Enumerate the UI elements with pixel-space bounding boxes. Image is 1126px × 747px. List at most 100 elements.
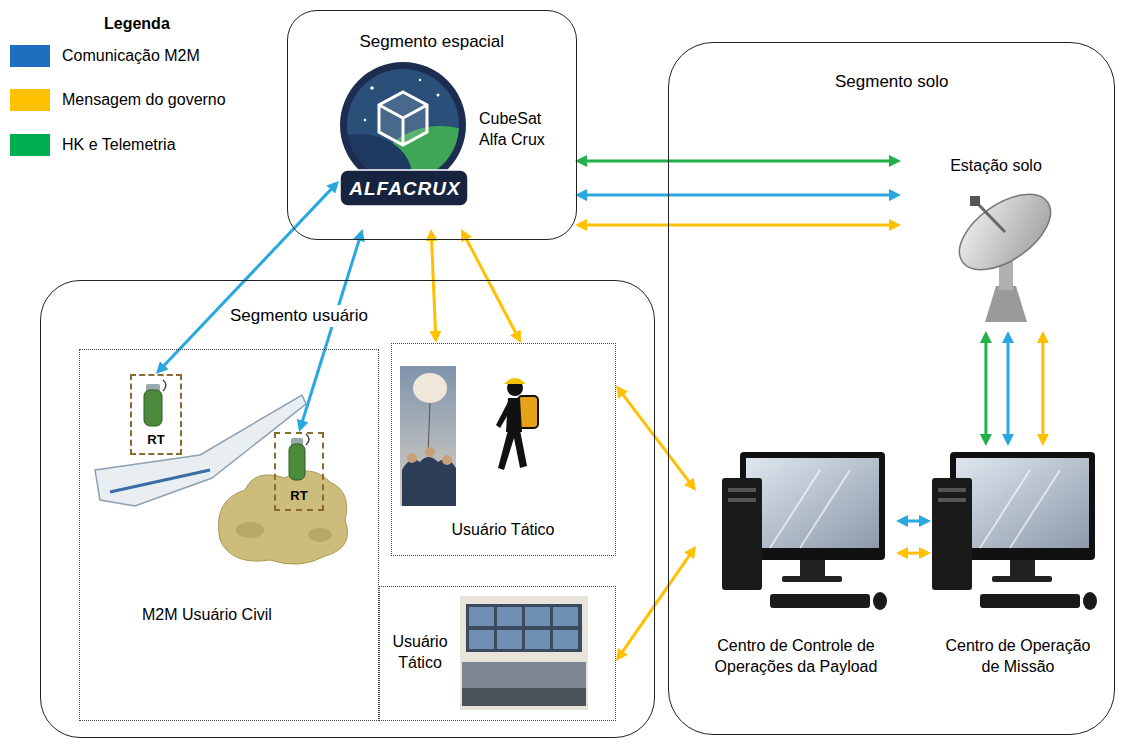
bush-illustration — [218, 471, 347, 564]
computer-icon-part — [770, 470, 820, 548]
computer-icon-part — [782, 576, 842, 582]
segment-title: Segmento usuário — [226, 305, 372, 327]
balloon-photo — [400, 366, 456, 506]
alfacrux-logo-part — [437, 94, 440, 97]
signal-arrow — [1007, 341, 1010, 437]
soldier-figure-part — [498, 430, 527, 470]
control-room-photo — [460, 596, 588, 710]
node-label: Centro de Operação de Missão — [938, 636, 1098, 678]
legend-swatch — [10, 134, 50, 156]
alfacrux-logo-part — [370, 86, 374, 90]
soldier-figure-part — [496, 402, 512, 428]
node-label: RT — [132, 432, 180, 449]
signal-arrow — [585, 224, 892, 227]
ground-station-dish-part — [985, 286, 1027, 322]
alfacrux-logo-part — [402, 118, 405, 145]
legend-text: Mensagem do governo — [62, 90, 226, 111]
rt-device-part — [144, 390, 162, 426]
rt-device — [289, 434, 309, 480]
rt-device-part — [289, 444, 305, 480]
terminal-box: RT — [274, 432, 324, 511]
computer-icon-part — [932, 478, 972, 590]
control-room-photo-part — [525, 607, 550, 626]
node-label: Usuário Tático — [392, 520, 614, 541]
legend-title: Legenda — [104, 14, 170, 35]
soldier-figure-part — [504, 378, 526, 384]
computer-icon-part — [873, 592, 887, 610]
control-center-node: Centro de Controle de Operações da Paylo… — [696, 446, 896, 701]
legend-swatch — [10, 89, 50, 111]
computer-icon-part — [938, 498, 966, 502]
signal-arrow — [906, 520, 922, 523]
control-room-photo-part — [466, 604, 582, 652]
balloon-photo-part — [413, 373, 447, 403]
computer-icon-part — [800, 470, 850, 548]
computer-icon — [722, 452, 887, 610]
legend-text: Comunicação M2M — [62, 46, 200, 67]
control-room-photo-part — [497, 630, 522, 649]
ground-station-dish-part — [976, 202, 1005, 232]
ground-station-dish-part — [946, 179, 1063, 285]
computer-icon-part — [980, 470, 1030, 548]
ground-station-dish-part — [970, 196, 980, 206]
node-label: Usuário Tático — [386, 632, 454, 674]
balloon-photo-part — [407, 453, 417, 463]
signal-arrow — [585, 160, 892, 163]
control-room-photo-part — [553, 607, 578, 626]
control-room-photo-part — [462, 662, 586, 688]
computer-icon-part — [938, 488, 966, 492]
alfacrux-logo-part — [419, 79, 421, 81]
node-label: Centro de Controle de Operações da Paylo… — [696, 636, 896, 678]
signal-arrow — [622, 393, 690, 483]
signal-arrow — [1041, 341, 1044, 437]
control-room-photo-part — [469, 607, 494, 626]
node-label: RT — [276, 488, 322, 505]
control-room-photo-part — [462, 688, 586, 706]
alfacrux-logo-part — [340, 170, 468, 206]
computer-icon-part — [1083, 592, 1097, 610]
aircraft-illustration-part — [110, 470, 210, 492]
alfacrux-logo — [308, 62, 504, 230]
legend-text: HK e Telemetria — [62, 135, 176, 156]
ground-station-node: Estação solo — [901, 146, 1091, 331]
segment-box: Segmento espacialALFACRUXCubeSat Alfa Cr… — [287, 10, 577, 240]
bush-illustration-part — [236, 522, 264, 538]
signal-arrow — [622, 554, 691, 653]
control-center-node: Centro de Operação de Missão — [931, 446, 1106, 701]
alfacrux-logo-part — [364, 119, 367, 122]
computer-icon-part — [980, 594, 1080, 608]
computer-icon-part — [722, 478, 762, 590]
balloon-photo-part — [400, 366, 456, 506]
computer-icon-part — [746, 458, 879, 548]
signal-arrow — [466, 238, 517, 335]
satellite-node: ALFACRUXCubeSat Alfa Crux — [339, 61, 575, 229]
computer-icon-part — [728, 488, 756, 492]
control-room-photo-part — [553, 630, 578, 649]
bush-illustration-part — [218, 471, 347, 564]
rt-device-part — [306, 434, 309, 445]
balloon-photo-part — [425, 447, 435, 457]
alfacrux-logo-part — [308, 62, 504, 230]
control-room-photo-part — [497, 607, 522, 626]
computer-icon — [932, 452, 1097, 610]
ground-station-dish — [946, 179, 1063, 322]
rt-device — [144, 380, 166, 426]
computer-icon-part — [956, 458, 1089, 548]
signal-arrow — [984, 341, 987, 437]
computer-icon-part — [770, 594, 870, 608]
signal-arrow — [163, 188, 333, 367]
node-label: ALFACRUX — [341, 173, 469, 205]
user-region: Usuário Tático — [391, 343, 616, 556]
computer-icon-part — [1010, 560, 1035, 578]
soldier-figure — [496, 378, 538, 470]
bush-illustration-part — [308, 528, 332, 542]
user-region: Usuário Tático — [379, 586, 616, 721]
control-room-photo-part — [469, 630, 494, 649]
signal-arrow — [906, 552, 922, 555]
balloon-photo-part — [442, 455, 452, 465]
user-region: M2M Usuário Civil RT RT — [79, 349, 379, 721]
legend-swatch — [10, 45, 50, 67]
rt-device-part — [163, 380, 166, 391]
node-label: M2M Usuário Civil — [142, 605, 272, 626]
